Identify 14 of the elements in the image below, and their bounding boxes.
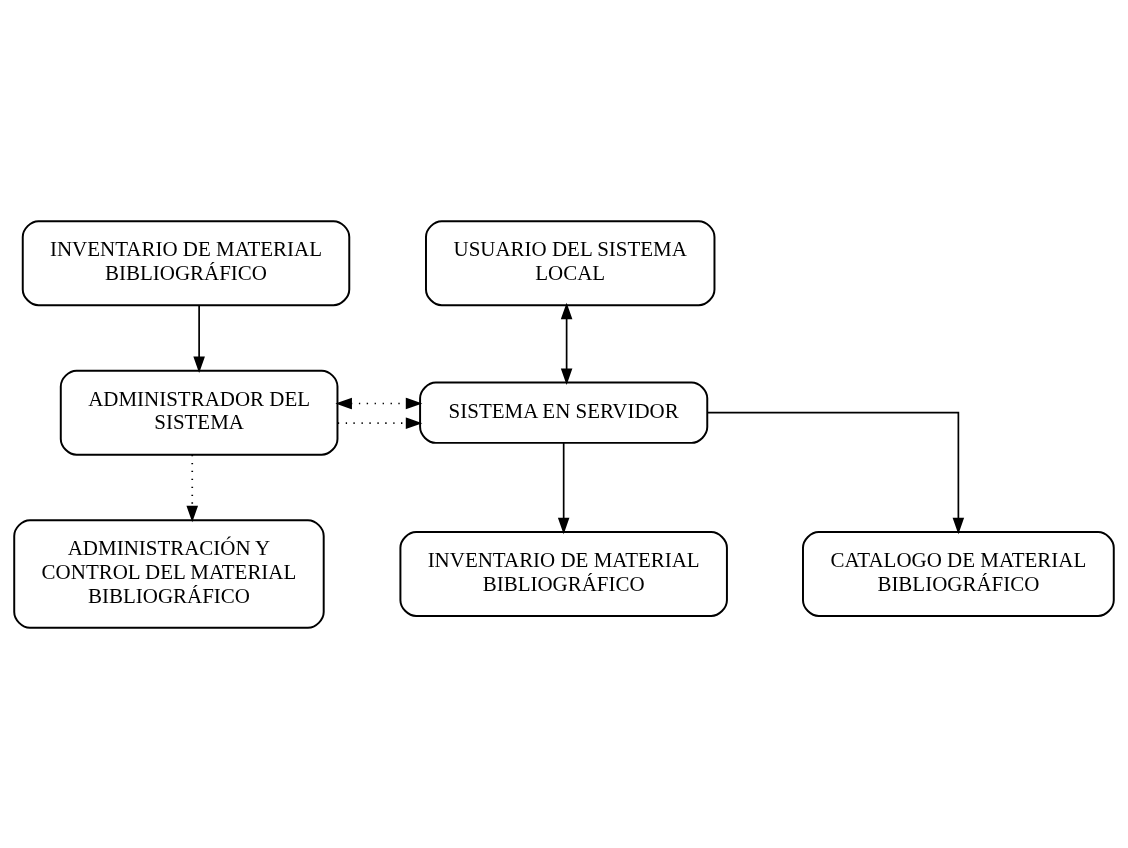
- arrow: [335, 397, 423, 409]
- node-box: USUARIO DEL SISTEMA LOCAL: [425, 219, 716, 306]
- arrow: [337, 416, 423, 429]
- node-box: INVENTARIO DE MATERIAL BIBLIOGRÁFICO: [21, 219, 351, 306]
- node-box: INVENTARIO DE MATERIAL BIBLIOGRÁFICO: [399, 530, 728, 617]
- arrow: [706, 411, 965, 534]
- arrow: [557, 441, 570, 534]
- arrow: [560, 302, 573, 385]
- arrow: [186, 453, 199, 522]
- node-box: ADMINISTRADOR DEL SISTEMA: [59, 369, 339, 456]
- node-box: SISTEMA EN SERVIDOR: [419, 381, 709, 444]
- node-box: CATALOGO DE MATERIAL BIBLIOGRÁFICO: [802, 530, 1115, 617]
- arrow: [193, 303, 205, 373]
- node-box: ADMINISTRACIÓN Y CONTROL DEL MATERIAL BIBLIOGRÁFICO: [13, 518, 325, 629]
